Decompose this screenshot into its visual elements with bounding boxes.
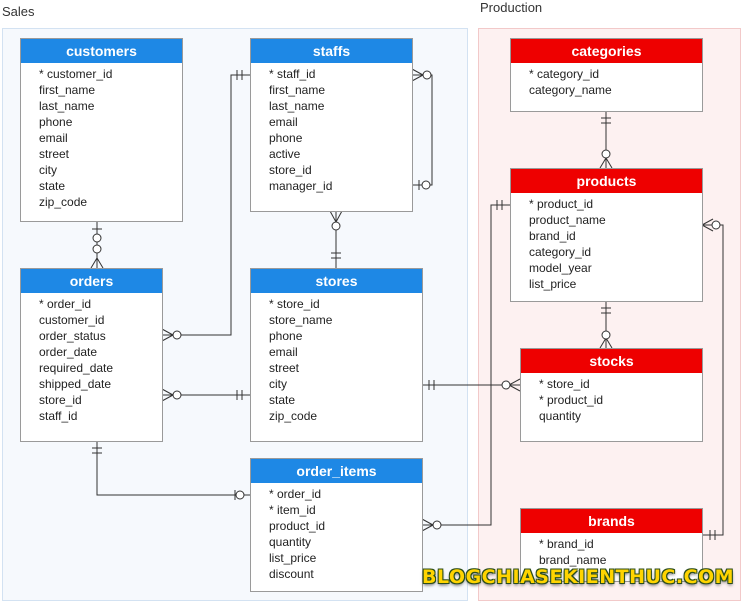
column-active: active	[269, 147, 301, 161]
column-first-name: first_name	[269, 83, 326, 97]
column-email: email	[39, 131, 68, 145]
column-required-date: required_date	[39, 361, 114, 375]
link-products-stocks	[599, 301, 613, 349]
column-order-status: order_status	[39, 329, 106, 343]
table-brands[interactable]: brands * brand_id brand_name	[520, 508, 703, 582]
production-group-label: Production	[480, 0, 543, 15]
column-phone: phone	[39, 115, 73, 129]
column-first-name: first_name	[39, 83, 96, 97]
column-order-id: * order_id	[39, 297, 92, 311]
table-order-items-header: order_items	[251, 459, 422, 483]
column-zip-code: zip_code	[39, 195, 88, 209]
column-state: state	[269, 393, 296, 407]
link-stores-orders	[161, 388, 250, 402]
column-item-id: * item_id	[269, 503, 316, 517]
column-phone: phone	[269, 131, 303, 145]
column-brand-id: brand_id	[529, 229, 576, 243]
column-last-name: last_name	[39, 99, 95, 113]
column-discount: discount	[269, 567, 314, 581]
table-stores-header: stores	[251, 269, 422, 293]
table-stocks[interactable]: stocks * store_id * product_id quantity	[520, 348, 703, 442]
column-state: state	[39, 179, 66, 193]
column-product-id: * product_id	[529, 197, 594, 211]
link-stores-stocks	[422, 378, 521, 392]
sales-group-label: Sales	[2, 4, 35, 19]
column-store-id: * store_id	[269, 297, 320, 311]
column-order-date: order_date	[39, 345, 98, 359]
table-brands-header: brands	[521, 509, 702, 533]
table-categories-header: categories	[511, 39, 702, 63]
column-category-id: category_id	[529, 245, 592, 259]
table-order-items[interactable]: order_items * order_id * item_id product…	[250, 458, 423, 592]
column-list-price: list_price	[529, 277, 577, 291]
table-stocks-header: stocks	[521, 349, 702, 373]
column-store-name: store_name	[269, 313, 333, 327]
column-staff-id: staff_id	[39, 409, 78, 423]
link-staffs-orders	[161, 70, 250, 342]
column-zip-code: zip_code	[269, 409, 318, 423]
column-order-id: * order_id	[269, 487, 322, 501]
column-quantity: quantity	[539, 409, 582, 423]
column-quantity: quantity	[269, 535, 312, 549]
link-brands-products	[701, 218, 724, 540]
column-product-id: * product_id	[539, 393, 604, 407]
table-stores[interactable]: stores * store_id store_name phone email…	[250, 268, 423, 442]
table-customers-header: customers	[21, 39, 182, 63]
column-store-id: store_id	[269, 163, 312, 177]
table-staffs-header: staffs	[251, 39, 412, 63]
column-brand-id: * brand_id	[539, 537, 594, 551]
column-last-name: last_name	[269, 99, 325, 113]
table-staffs[interactable]: staffs * staff_id first_name last_name e…	[250, 38, 413, 212]
link-categories-products	[599, 111, 613, 169]
table-categories[interactable]: categories * category_id category_name	[510, 38, 703, 112]
column-customer-id: * customer_id	[39, 67, 113, 81]
column-city: city	[269, 377, 287, 391]
column-model-year: model_year	[529, 261, 592, 275]
column-email: email	[269, 345, 298, 359]
column-store-id: * store_id	[539, 377, 590, 391]
column-product-id: product_id	[269, 519, 326, 533]
link-customers-orders	[90, 221, 104, 269]
column-list-price: list_price	[269, 551, 317, 565]
column-shipped-date: shipped_date	[39, 377, 112, 391]
table-products-header: products	[511, 169, 702, 193]
column-category-id: * category_id	[529, 67, 600, 81]
table-products[interactable]: products * product_id product_name brand…	[510, 168, 703, 302]
column-store-id: store_id	[39, 393, 82, 407]
table-customers[interactable]: customers * customer_id first_name last_…	[20, 38, 183, 222]
column-phone: phone	[269, 329, 303, 343]
column-brand-name: brand_name	[539, 553, 607, 567]
link-products-order-items	[421, 200, 510, 532]
column-street: street	[269, 361, 300, 375]
link-staffs-self	[411, 68, 433, 190]
column-product-name: product_name	[529, 213, 606, 227]
link-orders-order-items	[92, 441, 250, 500]
table-orders-header: orders	[21, 269, 162, 293]
column-street: street	[39, 147, 70, 161]
column-manager-id: manager_id	[269, 179, 333, 193]
column-category-name: category_name	[529, 83, 612, 97]
watermark: BLOGCHIASEKIENTHUC.COM	[422, 566, 735, 588]
link-staffs-stores	[329, 210, 343, 268]
table-orders[interactable]: orders * order_id customer_id order_stat…	[20, 268, 163, 442]
column-staff-id: * staff_id	[269, 67, 316, 81]
column-city: city	[39, 163, 57, 177]
column-email: email	[269, 115, 298, 129]
column-customer-id: customer_id	[39, 313, 105, 327]
